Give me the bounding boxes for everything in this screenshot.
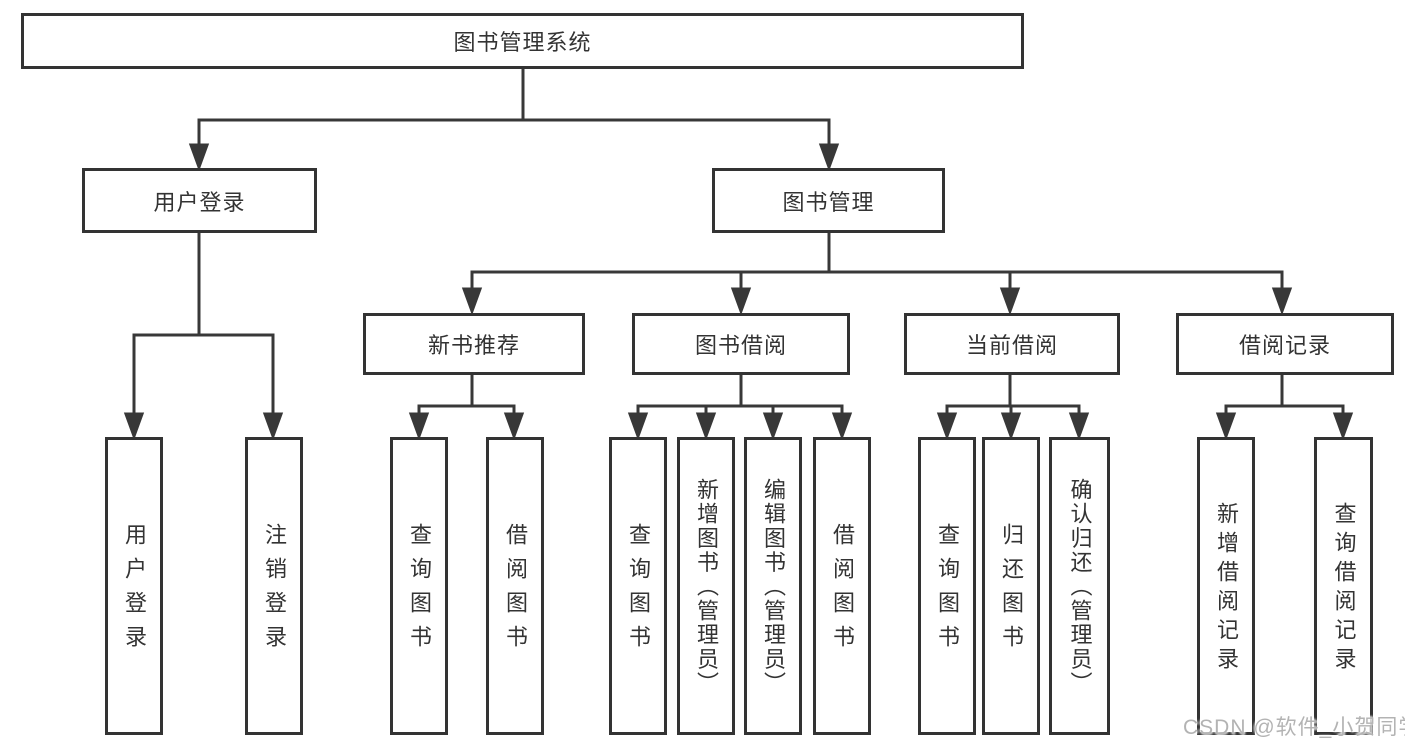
leaf-query-books-1: 查询图书 xyxy=(390,437,448,735)
node-label: 编辑图书（管理员） xyxy=(761,478,786,696)
node-label: 查询借阅记录 xyxy=(1331,502,1357,677)
arrowhead-icon xyxy=(262,412,284,441)
arrowhead-icon xyxy=(762,412,784,441)
connector-group2-split xyxy=(627,374,853,441)
connector-group4-split xyxy=(1215,374,1354,441)
node-borrowing-records: 借阅记录 xyxy=(1176,313,1394,375)
node-user-login: 用户登录 xyxy=(82,168,317,233)
arrowhead-icon xyxy=(503,412,525,441)
node-label: 用户登录 xyxy=(122,523,147,660)
connector-login-split xyxy=(123,232,284,441)
leaf-add-books-admin: 新增图书（管理员） xyxy=(677,437,735,735)
node-current-borrowing: 当前借阅 xyxy=(904,313,1120,375)
leaf-edit-books-admin: 编辑图书（管理员） xyxy=(744,437,802,735)
node-label: 图书管理 xyxy=(782,189,875,215)
connector-group1-split xyxy=(408,374,525,441)
node-label: 用户登录 xyxy=(153,189,246,215)
node-label: 归还图书 xyxy=(999,523,1024,660)
node-label: 确认归还（管理员） xyxy=(1067,478,1093,696)
leaf-return-books: 归还图书 xyxy=(982,437,1040,735)
leaf-logout-login: 注销登录 xyxy=(245,437,303,735)
node-label: 新增图书（管理员） xyxy=(694,478,719,696)
arrowhead-icon xyxy=(1215,412,1237,441)
connector-mgmt-split xyxy=(461,232,1293,316)
connector-root-split xyxy=(188,68,840,172)
leaf-user-login: 用户登录 xyxy=(105,437,163,735)
node-label: 当前借阅 xyxy=(965,333,1058,358)
node-label: 查询图书 xyxy=(407,523,432,660)
node-label: 新增借阅记录 xyxy=(1214,502,1239,677)
leaf-query-books-3: 查询图书 xyxy=(918,437,976,735)
leaf-add-borrow-record: 新增借阅记录 xyxy=(1197,437,1255,735)
node-label: 注销登录 xyxy=(262,523,287,660)
watermark: CSDN @软件_小贺同学 xyxy=(1183,716,1405,739)
node-label: 借阅记录 xyxy=(1238,333,1331,358)
arrowhead-icon xyxy=(695,412,717,441)
node-library-management-system: 图书管理系统 xyxy=(21,13,1024,69)
node-book-management: 图书管理 xyxy=(712,168,945,233)
arrowhead-icon xyxy=(1000,412,1022,441)
arrowhead-icon xyxy=(461,287,483,316)
node-label: 新书推荐 xyxy=(427,333,520,358)
arrowhead-icon xyxy=(1271,287,1293,316)
leaf-query-borrow-record: 查询借阅记录 xyxy=(1314,437,1373,735)
node-label: 借阅图书 xyxy=(830,523,855,660)
node-new-book-recommendation: 新书推荐 xyxy=(363,313,585,375)
arrowhead-icon xyxy=(408,412,430,441)
node-label: 查询图书 xyxy=(935,523,960,660)
arrowhead-icon xyxy=(1332,412,1354,441)
node-label: 查询图书 xyxy=(626,523,651,660)
arrowhead-icon xyxy=(188,143,210,172)
arrowhead-icon xyxy=(936,412,958,441)
node-label: 借阅图书 xyxy=(503,523,528,660)
leaf-query-books-2: 查询图书 xyxy=(609,437,667,735)
arrowhead-icon xyxy=(1068,412,1090,441)
node-label: 图书管理系统 xyxy=(453,30,592,55)
connector-group3-split xyxy=(936,374,1090,441)
arrowhead-icon xyxy=(730,287,752,316)
node-label: 图书借阅 xyxy=(694,333,787,358)
leaf-borrow-books-2: 借阅图书 xyxy=(813,437,871,735)
arrowhead-icon xyxy=(123,412,145,441)
leaf-borrow-books-1: 借阅图书 xyxy=(486,437,544,735)
arrowhead-icon xyxy=(818,143,840,172)
arrowhead-icon xyxy=(999,287,1021,316)
leaf-confirm-return-admin: 确认归还（管理员） xyxy=(1049,437,1110,735)
arrowhead-icon xyxy=(831,412,853,441)
arrowhead-icon xyxy=(627,412,649,441)
node-book-borrowing: 图书借阅 xyxy=(632,313,850,375)
